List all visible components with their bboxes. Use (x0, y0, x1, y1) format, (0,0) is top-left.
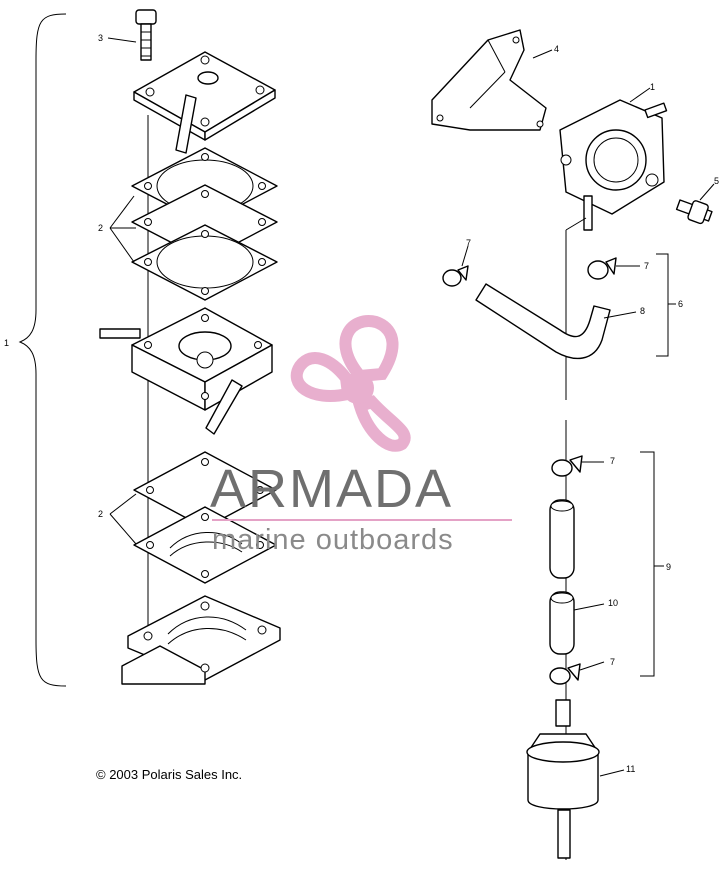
callout-5: 5 (714, 176, 720, 186)
bolt-part-3 (135, 9, 157, 61)
hose-clamp-a (442, 265, 469, 287)
watermark-propeller-logo (290, 315, 411, 452)
assembly-brace (18, 13, 67, 687)
callout-7-d: 7 (610, 657, 616, 667)
callout-10: 10 (608, 598, 619, 608)
callout-3: 3 (98, 33, 104, 43)
fuel-filter (526, 699, 600, 859)
diaphragm-lower-1 (133, 451, 277, 529)
diaphragm-upper-3 (131, 224, 278, 301)
callout-9: 9 (666, 562, 672, 572)
hose-clamp-c (551, 455, 583, 477)
pump-body (99, 307, 273, 435)
screw-part-5 (675, 199, 713, 225)
diaphragm-lower-2 (133, 506, 277, 584)
pump-top-cover (133, 51, 276, 154)
fuel-pump-assembly (559, 99, 668, 231)
hose-clamp-d (549, 663, 581, 685)
elbow-hose (475, 283, 611, 360)
callout-7-b: 7 (644, 261, 650, 271)
callout-4: 4 (554, 44, 560, 54)
callout-6: 6 (678, 299, 684, 309)
group-bracket-6 (656, 253, 669, 357)
mounting-bracket (431, 29, 547, 131)
watermark-brand: ARMADA (210, 459, 454, 519)
pump-base-plate (121, 595, 281, 685)
hose-segment-lower (549, 591, 575, 655)
callout-2-bottom: 2 (98, 509, 104, 519)
callout-7-a: 7 (466, 238, 472, 248)
callout-2-top: 2 (98, 223, 104, 233)
copyright-notice: © 2003 Polaris Sales Inc. (96, 767, 243, 782)
callout-1-left: 1 (4, 338, 10, 348)
callout-1-right: 1 (650, 82, 656, 92)
group-bracket-9 (640, 451, 655, 677)
callout-11: 11 (626, 764, 636, 774)
callout-8: 8 (640, 306, 646, 316)
callout-7-c: 7 (610, 456, 616, 466)
hose-clamp-b (587, 257, 617, 280)
watermark-tagline: marine outboards (212, 524, 454, 556)
hose-segment-upper (549, 499, 575, 579)
